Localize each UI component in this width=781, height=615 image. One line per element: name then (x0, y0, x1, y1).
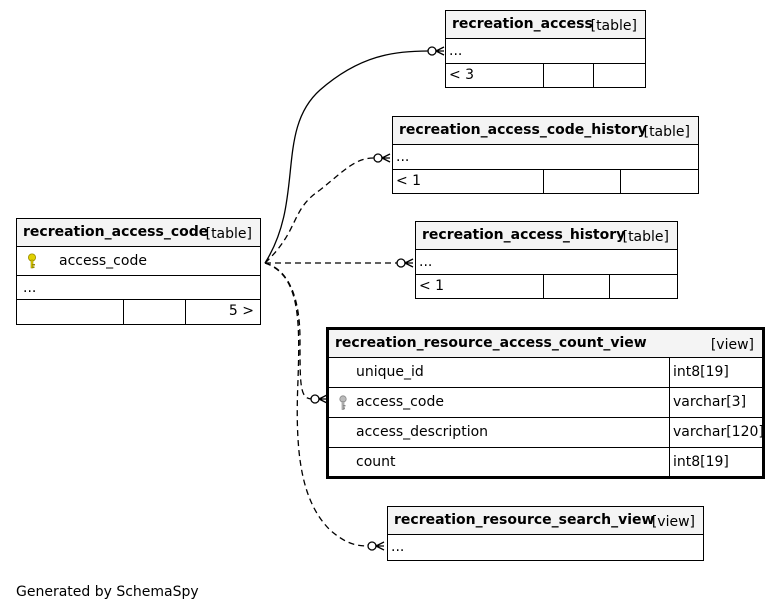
more-columns-ellipsis: ... (23, 280, 37, 296)
primary-key-icon (28, 253, 36, 269)
relationship-count-row: 5 > (17, 300, 260, 324)
relationship-count-row: < 1 (416, 275, 677, 298)
table-recreation-access-code-history[interactable]: recreation_access_code_history [table] .… (392, 116, 699, 194)
crowfoot-marker (318, 394, 328, 404)
table-header: recreation_access_code_history [table] (393, 117, 698, 145)
parents-count[interactable]: < 1 (396, 173, 422, 189)
more-columns-ellipsis: ... (419, 254, 433, 270)
column-type: varchar[120] (673, 424, 764, 440)
table-header: recreation_resource_access_count_view [v… (329, 330, 762, 358)
table-name: recreation_access (452, 16, 593, 32)
ellipsis-row: ... (416, 250, 677, 275)
parents-count[interactable]: < 1 (419, 278, 445, 294)
column-type: varchar[3] (673, 394, 747, 410)
table-header: recreation_access_code [table] (17, 219, 260, 247)
column-name: access_code (356, 394, 444, 410)
table-name: recreation_access_code (23, 224, 209, 240)
table-header: recreation_access [table] (446, 11, 645, 39)
column-row[interactable]: unique_id int8[19] (329, 358, 762, 388)
table-name: recreation_access_history (422, 227, 626, 243)
column-row[interactable]: count int8[19] (329, 448, 762, 478)
optional-many-marker (427, 46, 437, 56)
table-header: recreation_access_history [table] (416, 222, 677, 250)
optional-many-marker (310, 394, 320, 404)
relationship-count-row: < 3 (446, 64, 645, 87)
table-kind: [table] (205, 226, 252, 242)
ellipsis-row: ... (446, 39, 645, 64)
crowfoot-marker (435, 46, 445, 56)
column-name: count (356, 454, 396, 470)
table-name: recreation_resource_search_view (394, 512, 655, 528)
column-type: int8[19] (673, 364, 729, 380)
foreign-key-icon (339, 395, 347, 410)
table-recreation-access-code[interactable]: recreation_access_code [table] access_co… (16, 218, 261, 325)
ellipsis-row: ... (388, 535, 703, 560)
optional-many-marker (396, 258, 406, 268)
table-kind: [table] (622, 229, 669, 245)
table-kind: [view] (710, 337, 754, 353)
optional-many-marker (367, 541, 377, 551)
more-columns-ellipsis: ... (391, 539, 405, 555)
table-kind: [view] (651, 514, 695, 530)
column-row[interactable]: access_description varchar[120] (329, 418, 764, 448)
column-name: unique_id (356, 364, 424, 380)
crowfoot-marker (381, 153, 391, 163)
table-header: recreation_resource_search_view [view] (388, 507, 703, 535)
table-recreation-access-history[interactable]: recreation_access_history [table] ... < … (415, 221, 678, 299)
edge-to-recreation-access (264, 50, 429, 264)
crowfoot-marker (404, 258, 414, 268)
table-kind: [table] (590, 18, 637, 34)
edge-to-recreation-access-code-history (264, 157, 375, 264)
more-columns-ellipsis: ... (449, 43, 463, 59)
crowfoot-marker (375, 541, 385, 551)
more-columns-ellipsis: ... (396, 149, 410, 165)
parents-count[interactable]: < 3 (449, 67, 475, 83)
relationship-count-row: < 1 (393, 170, 698, 193)
table-name: recreation_resource_access_count_view (335, 335, 647, 351)
column-type: int8[19] (673, 454, 729, 470)
column-name: access_code (59, 253, 147, 269)
generated-by-footer: Generated by SchemaSpy (16, 584, 199, 600)
optional-many-marker (373, 153, 383, 163)
table-recreation-access[interactable]: recreation_access [table] ... < 3 (445, 10, 646, 88)
column-row[interactable]: access_code (17, 247, 260, 276)
ellipsis-row: ... (17, 276, 260, 300)
ellipsis-row: ... (393, 145, 698, 170)
table-name: recreation_access_code_history (399, 122, 647, 138)
children-count[interactable]: 5 > (228, 303, 254, 319)
view-recreation-resource-access-count-view[interactable]: recreation_resource_access_count_view [v… (326, 327, 765, 479)
column-name: access_description (356, 424, 489, 440)
view-recreation-resource-search-view[interactable]: recreation_resource_search_view [view] .… (387, 506, 704, 561)
table-kind: [table] (643, 124, 690, 140)
column-row[interactable]: access_code varchar[3] (329, 388, 762, 418)
edge-to-recreation-resource-search-view (264, 262, 369, 547)
